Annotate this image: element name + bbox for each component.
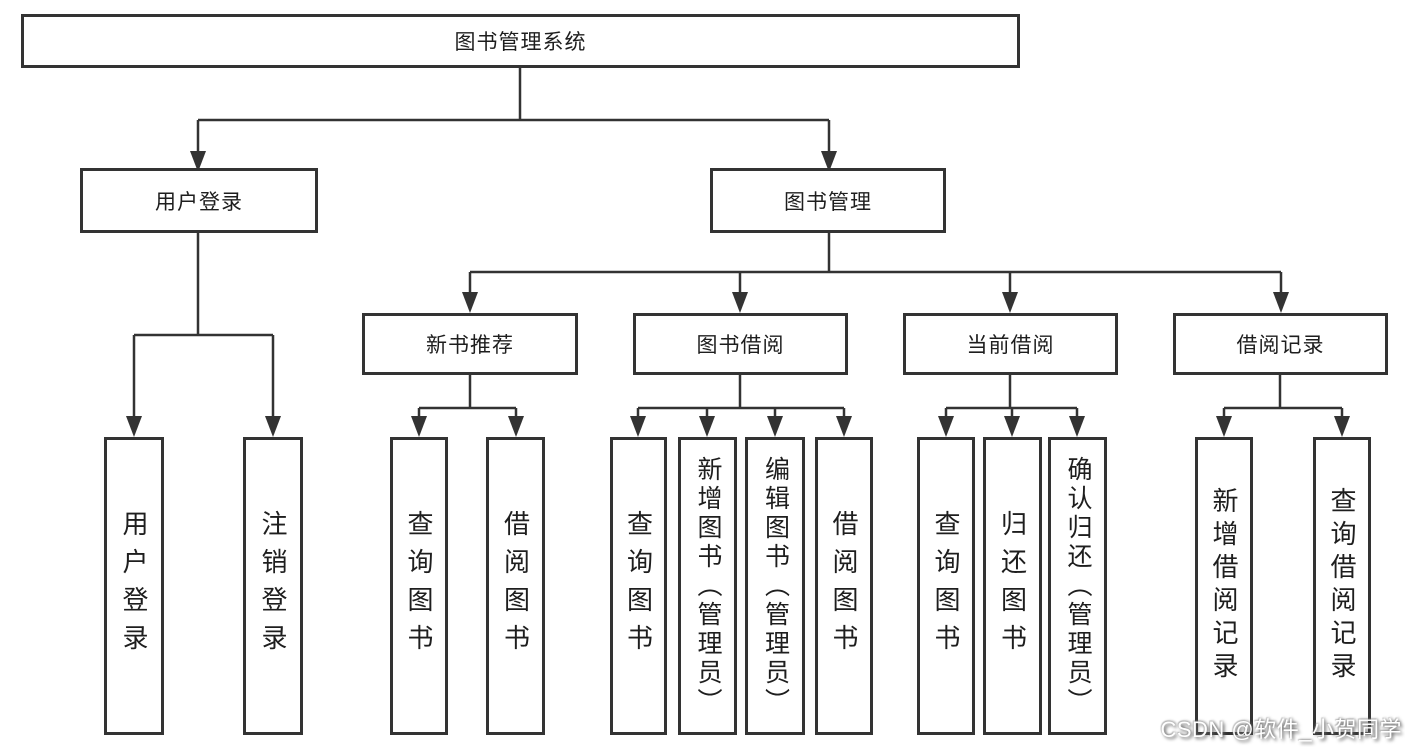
arrowhead [1216, 416, 1232, 437]
leaf-label: 查询图书 [623, 510, 654, 662]
arrowhead [1002, 292, 1018, 313]
node-label: 图书管理 [784, 190, 872, 214]
leaf-label: 查询图书 [931, 510, 961, 662]
node-label: 图书借阅 [696, 334, 785, 357]
leaf-logout: 注销登录 [243, 437, 303, 735]
node-borrow-records: 借阅记录 [1173, 313, 1388, 375]
arrowhead [767, 416, 783, 437]
leaf-label: 用户登录 [119, 510, 149, 662]
watermark: CSDN @软件_小贺同学 [1160, 717, 1402, 742]
leaf-label: 新增借阅记录 [1209, 487, 1239, 685]
connector-root-to-level2 [196, 68, 831, 152]
leaf-current-return-books: 归还图书 [983, 437, 1042, 735]
leaf-label: 注销登录 [258, 510, 288, 662]
leaf-label: 新增图书（管理员） [694, 455, 722, 717]
arrowhead [411, 416, 427, 437]
leaf-borrowing-add-books-admin: 新增图书（管理员） [678, 437, 737, 735]
node-label: 新书推荐 [426, 334, 514, 357]
arrowhead [1069, 416, 1085, 437]
arrowhead [1334, 416, 1350, 437]
node-book-borrowing: 图书借阅 [633, 313, 848, 375]
node-book-management: 图书管理 [710, 168, 946, 233]
leaf-label: 查询借阅记录 [1327, 487, 1357, 685]
node-library-system: 图书管理系统 [21, 14, 1020, 68]
leaf-label: 借阅图书 [500, 510, 531, 662]
arrowhead [190, 151, 206, 172]
leaf-borrowing-query-books: 查询图书 [610, 437, 667, 735]
leaf-records-query-record: 查询借阅记录 [1313, 437, 1371, 735]
leaf-label: 借阅图书 [829, 510, 859, 662]
leaf-recommend-query-books: 查询图书 [390, 437, 448, 735]
arrowhead [836, 416, 852, 437]
leaf-current-query-books: 查询图书 [917, 437, 975, 735]
arrowhead [630, 416, 646, 437]
connector-current-borrowing-to-leaves [944, 375, 1079, 419]
arrowhead [821, 151, 837, 172]
connector-new-book-recommend-to-leaves [417, 375, 518, 419]
leaf-borrowing-edit-books-admin: 编辑图书（管理员） [745, 437, 805, 735]
leaf-borrowing-borrow-books: 借阅图书 [815, 437, 873, 735]
node-label: 借阅记录 [1236, 334, 1325, 357]
arrowhead [126, 416, 142, 437]
connector-book-borrowing-to-leaves [636, 375, 846, 419]
arrowhead [462, 292, 478, 313]
arrowhead [265, 416, 281, 437]
node-label: 当前借阅 [966, 334, 1055, 357]
arrowheads [126, 151, 1350, 437]
connector-borrow-records-to-leaves [1222, 375, 1344, 419]
arrowhead [1273, 292, 1289, 313]
node-label: 图书管理系统 [454, 31, 587, 54]
connector-user-login-to-leaves [132, 233, 275, 419]
arrowhead [732, 292, 748, 313]
arrowhead [699, 416, 715, 437]
arrowhead [938, 416, 954, 437]
leaf-records-add-record: 新增借阅记录 [1195, 437, 1253, 735]
leaf-recommend-borrow-books: 借阅图书 [486, 437, 545, 735]
node-label: 用户登录 [155, 190, 243, 214]
node-new-book-recommend: 新书推荐 [362, 313, 578, 375]
leaf-label: 查询图书 [404, 510, 434, 662]
leaf-current-confirm-return-admin: 确认归还（管理员） [1048, 437, 1107, 735]
leaf-label: 归还图书 [997, 510, 1028, 662]
arrowhead [508, 416, 524, 437]
node-current-borrowing: 当前借阅 [903, 313, 1118, 375]
node-user-login: 用户登录 [80, 168, 318, 233]
leaf-label: 确认归还（管理员） [1064, 455, 1092, 717]
leaf-user-login: 用户登录 [104, 437, 164, 735]
leaf-label: 编辑图书（管理员） [761, 455, 790, 717]
connector-book-management-to-groups [468, 233, 1283, 294]
arrowhead [1004, 416, 1020, 437]
